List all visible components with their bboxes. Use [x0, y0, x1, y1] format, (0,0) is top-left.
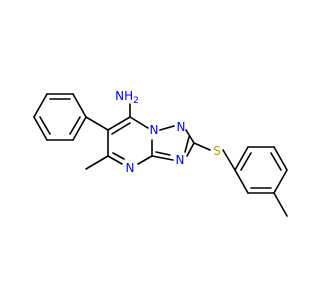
- bond-double: [270, 152, 282, 171]
- bond: [234, 169, 249, 194]
- bond: [85, 116, 109, 131]
- atom-labels: NH2 N N N N S: [115, 89, 221, 175]
- bond: [186, 142, 195, 157]
- bond: [107, 155, 123, 165]
- bond-double: [39, 116, 51, 135]
- nitrogen-n1-label: N: [150, 123, 159, 137]
- bond: [159, 125, 175, 131]
- bond: [185, 129, 195, 144]
- bond: [129, 116, 149, 129]
- bond-double: [69, 116, 81, 135]
- bond-double: [240, 152, 252, 171]
- bond: [222, 149, 236, 171]
- bond: [151, 155, 174, 161]
- structure-canvas: NH2 N N N N S: [33, 89, 288, 217]
- bond: [273, 192, 288, 217]
- bond: [107, 116, 131, 131]
- bond: [72, 116, 87, 141]
- amine-label: NH2: [115, 89, 139, 106]
- bond: [85, 155, 109, 170]
- bond: [273, 146, 288, 171]
- bond: [193, 142, 211, 151]
- bond: [273, 169, 288, 194]
- bond-double: [184, 136, 190, 153]
- nitrogen-n3-label: N: [176, 153, 185, 167]
- bond: [33, 116, 48, 141]
- molecule-diagram: NH2 N N N N S: [33, 89, 288, 217]
- bond-lines: [33, 93, 288, 217]
- bond-double: [112, 152, 125, 160]
- bond: [234, 146, 249, 171]
- bond: [72, 93, 87, 118]
- bond: [33, 93, 48, 118]
- bond: [137, 155, 153, 165]
- nitrogen-n4-label: N: [126, 161, 135, 175]
- nitrogen-n2-label: N: [177, 120, 186, 134]
- bond-double: [155, 151, 171, 156]
- sulfur-label: S: [213, 144, 221, 158]
- bond-double: [111, 122, 131, 135]
